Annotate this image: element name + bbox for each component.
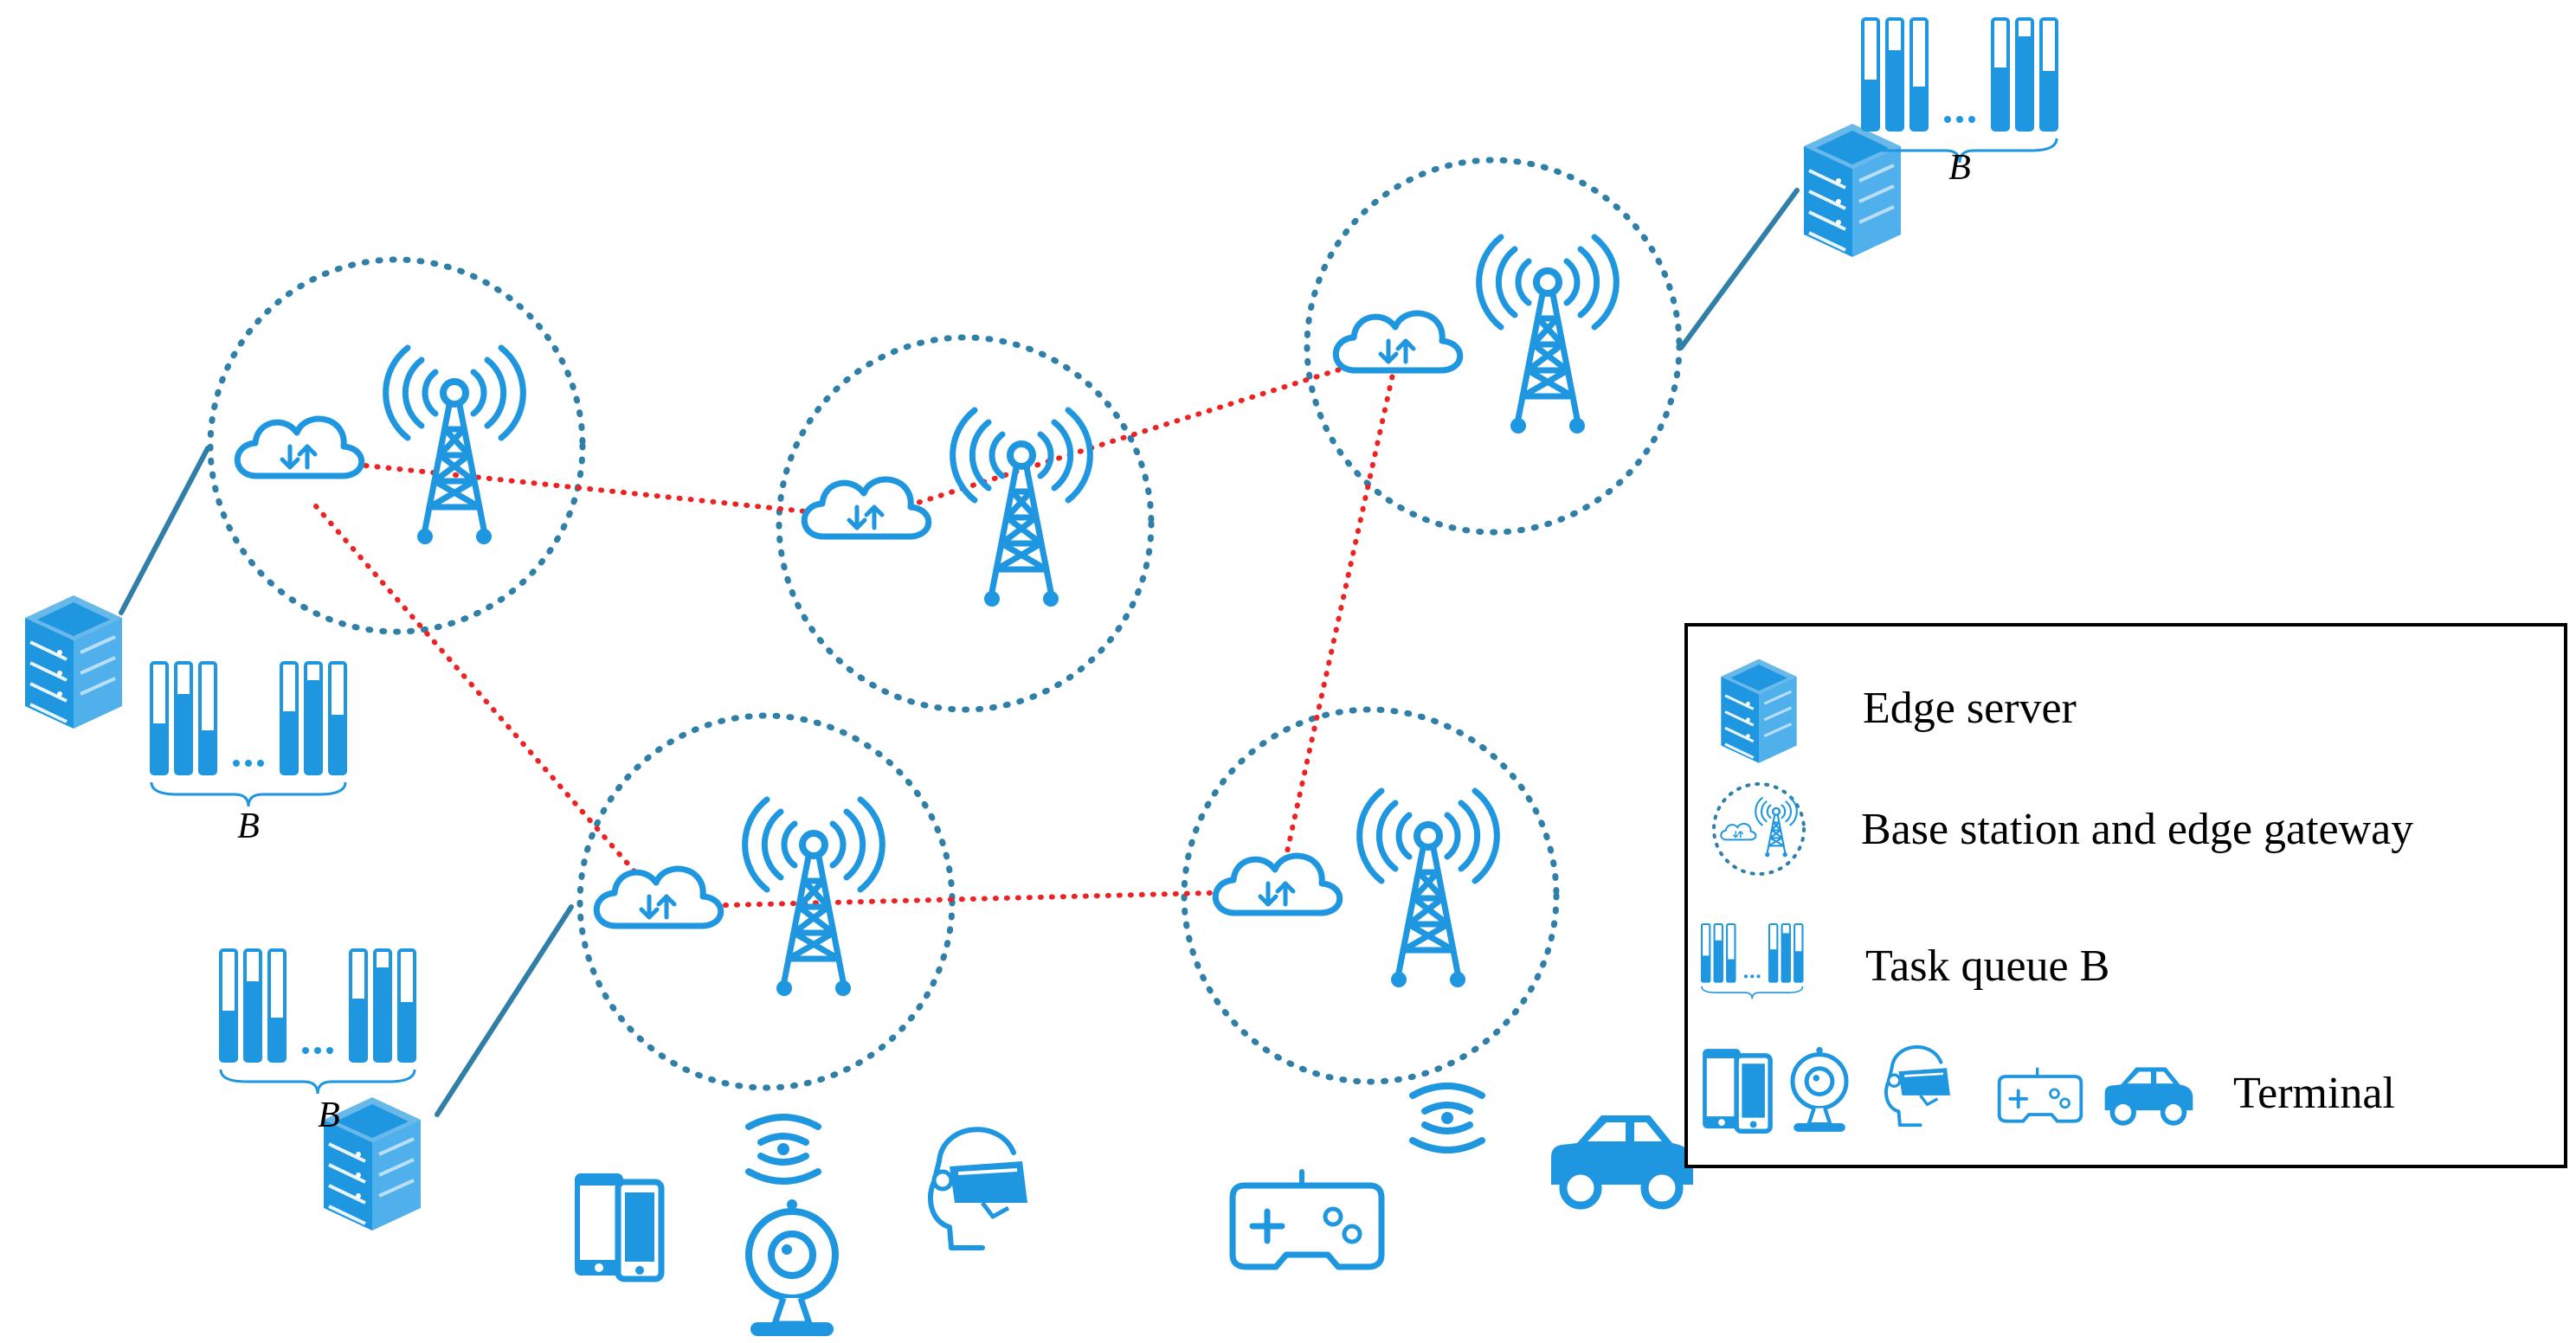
legend-row-terminal: Terminal — [1703, 1047, 2395, 1132]
base-station-1 — [237, 348, 523, 544]
base-station-5 — [1215, 791, 1497, 987]
antenna-tower-icon — [1360, 791, 1497, 987]
cloud-updown-icon — [237, 419, 362, 476]
cloud-updown-icon — [804, 479, 929, 537]
gateway-link — [313, 504, 660, 901]
antenna-tower-icon — [745, 800, 883, 996]
legend-row-task-queue: Task queue B — [1700, 922, 2109, 1000]
legend-row-base-station: Base station and edge gateway — [1712, 782, 2413, 876]
server-icon — [1802, 122, 1903, 259]
wired-link — [119, 446, 210, 615]
legend-label-edge-server: Edge server — [1863, 684, 2077, 733]
terminals — [575, 1086, 1693, 1336]
coverage-circle — [207, 256, 586, 635]
coverage-areas — [207, 157, 1683, 1091]
legend-label-terminal: Terminal — [2233, 1069, 2395, 1118]
webcam-icon — [749, 1199, 835, 1336]
task-queue-left: B — [150, 661, 347, 846]
cloud-updown-icon — [1336, 313, 1460, 370]
gamepad-icon — [1233, 1172, 1381, 1267]
legend-row-edge-server: Edge server — [1719, 658, 2077, 765]
gateway-link — [296, 456, 866, 520]
coverage-circle — [776, 334, 1155, 713]
base-station-2 — [804, 410, 1090, 607]
wireless-signal-icon — [1413, 1086, 1482, 1150]
gateway-link — [1277, 352, 1400, 890]
queue-label: B — [1948, 148, 1971, 188]
queue-label: B — [237, 806, 260, 846]
task-queue-bottom-left: B — [219, 948, 416, 1135]
wired-links — [119, 188, 1800, 1117]
coverage-circle — [1181, 706, 1560, 1085]
base-station-4 — [596, 800, 882, 996]
gateway-link — [863, 349, 1400, 522]
car-icon — [1551, 1115, 1693, 1205]
antenna-tower-icon — [1479, 237, 1617, 434]
gateway-link — [655, 889, 1279, 909]
base-station-3 — [1336, 237, 1616, 434]
task-queue-icon — [219, 948, 416, 1096]
antenna-tower-icon — [953, 410, 1091, 607]
gateway-links — [296, 349, 1400, 909]
gamepad-icon — [1997, 1067, 2083, 1123]
queue-label: B — [318, 1096, 340, 1135]
task-queue-icon — [150, 661, 347, 808]
smartphone-icon — [1703, 1049, 1770, 1131]
server-icon — [1719, 658, 1799, 765]
coverage-circle — [1712, 782, 1806, 876]
legend: Edge server Base station and edge gatewa… — [1684, 623, 2567, 1168]
smartphone-icon — [575, 1173, 661, 1279]
wireless-signal-icon — [749, 1117, 818, 1181]
cloud-updown-icon — [596, 869, 721, 926]
server-icon — [23, 594, 124, 730]
wired-link — [435, 904, 574, 1117]
legend-label-task-queue: Task queue B — [1865, 941, 2109, 991]
wired-link — [1678, 188, 1800, 350]
task-queue-icon — [1861, 17, 2058, 164]
cloud-updown-icon — [1215, 856, 1340, 913]
legend-label-base-station: Base station and edge gateway — [1861, 805, 2413, 854]
task-queue-top-right: B — [1861, 17, 2058, 188]
vr-headset-icon — [931, 1129, 1027, 1248]
antenna-tower-icon — [386, 348, 524, 544]
